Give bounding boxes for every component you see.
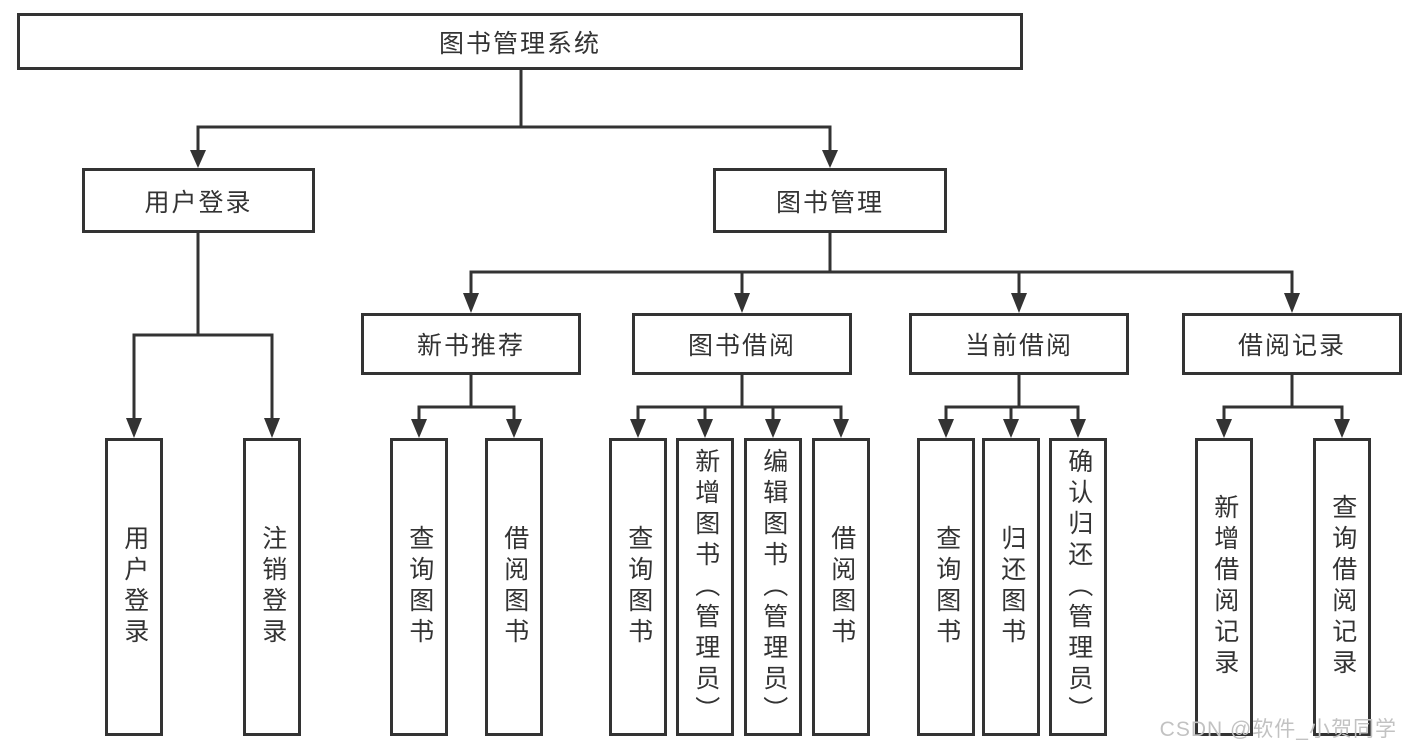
connector-new-book-recommendation bbox=[411, 375, 522, 438]
leaf-logout: 注销登录 bbox=[243, 438, 301, 736]
leaf-current-query-books-label: 查询图书 bbox=[932, 525, 961, 649]
node-new-book-recommendation: 新书推荐 bbox=[361, 313, 581, 375]
connector-user-login bbox=[126, 233, 280, 438]
node-current-borrowing: 当前借阅 bbox=[909, 313, 1129, 375]
leaf-query-borrow-record: 查询借阅记录 bbox=[1313, 438, 1371, 736]
node-user-login: 用户登录 bbox=[82, 168, 315, 233]
leaf-borrowing-borrow-books: 借阅图书 bbox=[812, 438, 870, 736]
leaf-recommend-query-books: 查询图书 bbox=[390, 438, 448, 736]
node-book-borrowing-label: 图书借阅 bbox=[687, 332, 796, 360]
connector-borrowing-records bbox=[1216, 375, 1350, 438]
leaf-add-books-admin: 新增图书（管理员） bbox=[676, 438, 734, 736]
leaf-recommend-borrow-books-label: 借阅图书 bbox=[500, 525, 529, 649]
leaf-borrowing-borrow-books-label: 借阅图书 bbox=[827, 525, 856, 649]
leaf-borrowing-query-books-label: 查询图书 bbox=[624, 525, 653, 649]
leaf-user-login-label: 用户登录 bbox=[120, 525, 149, 649]
leaf-edit-books-admin: 编辑图书（管理员） bbox=[744, 438, 802, 736]
node-book-management: 图书管理 bbox=[713, 168, 947, 233]
connector-book-borrowing bbox=[630, 375, 849, 438]
node-book-borrowing: 图书借阅 bbox=[632, 313, 852, 375]
leaf-confirm-return-admin: 确认归还（管理员） bbox=[1049, 438, 1107, 736]
leaf-add-borrow-record: 新增借阅记录 bbox=[1195, 438, 1253, 736]
leaf-return-books-label: 归还图书 bbox=[997, 525, 1026, 649]
leaf-current-query-books: 查询图书 bbox=[917, 438, 975, 736]
leaf-add-books-admin-label: 新增图书（管理员） bbox=[691, 447, 720, 727]
node-current-borrowing-label: 当前借阅 bbox=[964, 332, 1073, 360]
node-user-login-label: 用户登录 bbox=[144, 188, 253, 217]
leaf-confirm-return-admin-label: 确认归还（管理员） bbox=[1064, 447, 1093, 727]
leaf-user-login: 用户登录 bbox=[105, 438, 163, 736]
node-library-system-label: 图书管理系统 bbox=[438, 29, 601, 58]
leaf-borrowing-query-books: 查询图书 bbox=[609, 438, 667, 736]
node-borrowing-records: 借阅记录 bbox=[1182, 313, 1402, 375]
connector-book-management bbox=[463, 233, 1300, 313]
leaf-query-borrow-record-label: 查询借阅记录 bbox=[1328, 494, 1357, 680]
node-new-book-recommendation-label: 新书推荐 bbox=[416, 332, 525, 360]
leaf-recommend-query-books-label: 查询图书 bbox=[405, 525, 434, 649]
leaf-add-borrow-record-label: 新增借阅记录 bbox=[1210, 494, 1239, 680]
node-library-system: 图书管理系统 bbox=[17, 13, 1023, 70]
node-book-management-label: 图书管理 bbox=[775, 188, 884, 217]
leaf-edit-books-admin-label: 编辑图书（管理员） bbox=[759, 447, 788, 727]
leaf-return-books: 归还图书 bbox=[982, 438, 1040, 736]
leaf-recommend-borrow-books: 借阅图书 bbox=[485, 438, 543, 736]
leaf-logout-label: 注销登录 bbox=[258, 525, 287, 649]
node-borrowing-records-label: 借阅记录 bbox=[1237, 332, 1346, 360]
watermark-text: CSDN @软件_小贺同学 bbox=[1159, 718, 1397, 741]
connector-root bbox=[190, 70, 838, 168]
connector-current-borrowing bbox=[938, 375, 1086, 438]
